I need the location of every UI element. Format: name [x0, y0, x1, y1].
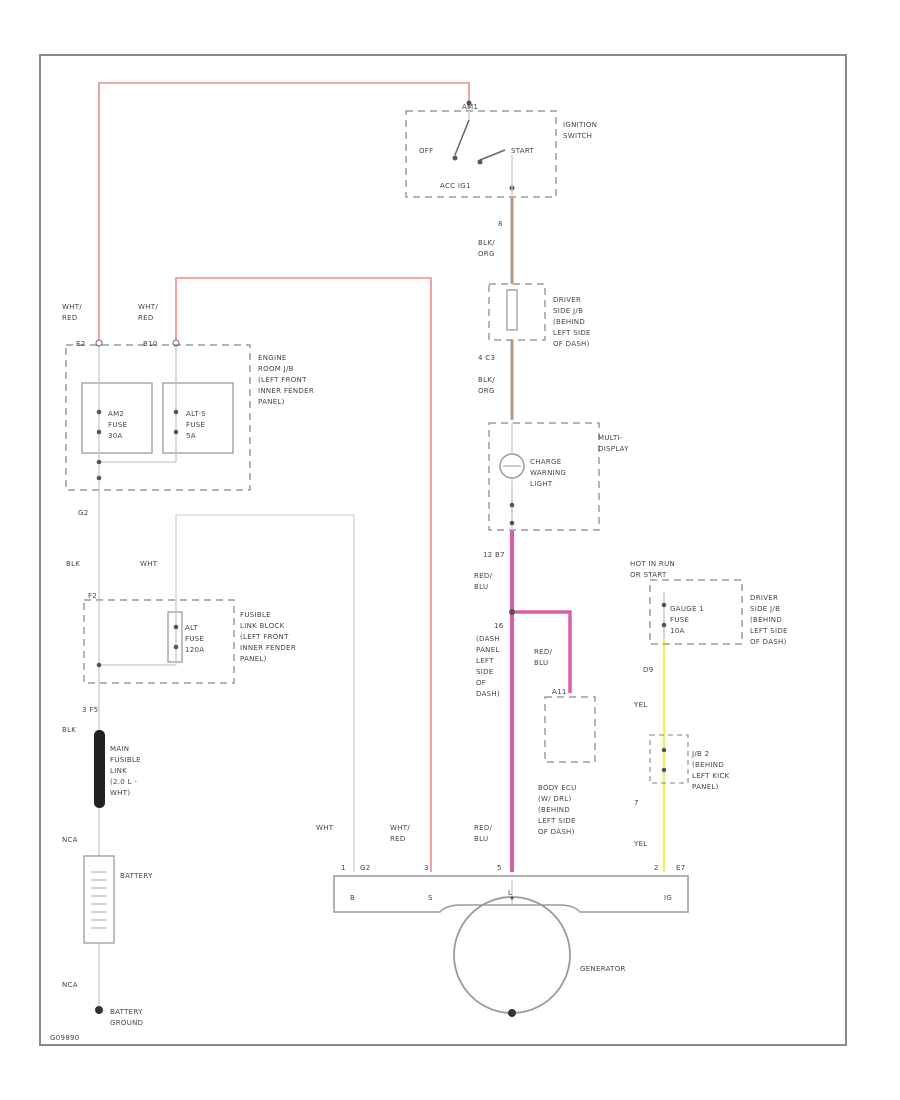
- multi-display-box: [488, 422, 600, 531]
- generator-label: GENERATOR: [580, 965, 626, 973]
- wire-label-wht-red-1: WHT/RED: [62, 303, 82, 322]
- pin-d9: D9: [643, 666, 653, 674]
- wire-wht-red-2: [175, 277, 432, 872]
- engine-room-jb-box: [65, 344, 251, 491]
- gen-terminal-l: L: [508, 889, 512, 897]
- pin-3-f5: 3 F5: [82, 706, 98, 714]
- gen-terminal-b: B: [350, 894, 355, 902]
- pin-1: 1: [341, 864, 346, 872]
- pin-b10: B10: [143, 340, 158, 348]
- battery-label: BATTERY: [120, 872, 153, 880]
- generator-connector: [333, 875, 689, 913]
- wire-label-nca-1: NCA: [62, 836, 78, 844]
- ground-symbol: [95, 1006, 103, 1014]
- pin-a11: A11: [552, 688, 567, 696]
- fuse-symbol-1: [506, 289, 518, 331]
- main-fusible-link-symbol: [94, 730, 105, 808]
- wire-label-yel-1: YEL: [633, 701, 648, 709]
- gen-terminal-s: S: [428, 894, 433, 902]
- pin-16: 16: [494, 622, 504, 630]
- pin-8: 8: [498, 220, 503, 228]
- wire-label-wht-red-3: WHT/RED: [390, 824, 410, 843]
- wire-label-red-blu-3: RED/BLU: [474, 824, 493, 843]
- body-ecu-box: [544, 696, 596, 763]
- ignition-start-label: START: [511, 147, 535, 155]
- battery-symbol: [83, 855, 115, 944]
- gen-terminal-ig: IG: [664, 894, 672, 902]
- ignition-switch-box: [405, 110, 557, 198]
- pin-5: 5: [497, 864, 502, 872]
- pin-3: 3: [424, 864, 429, 872]
- multi-display-label: MULTI-DISPLAY: [598, 434, 629, 453]
- ignition-off-label: OFF: [419, 147, 433, 155]
- pin-7: 7: [634, 799, 639, 807]
- alt-s-fuse-box: [162, 382, 234, 454]
- wire-wht-red-1: [98, 82, 470, 340]
- wire-label-yel-2: YEL: [633, 840, 648, 848]
- diagram-code: G09890: [50, 1034, 80, 1042]
- diagram-frame: [39, 54, 847, 1046]
- wire-label-blk-2: BLK: [62, 726, 76, 734]
- pin-e7: E7: [676, 864, 685, 872]
- wire-label-blk-org-1: BLK/ORG: [478, 239, 495, 258]
- wire-label-blk-org-2: BLK/ORG: [478, 376, 495, 395]
- ignition-pins-label: ACC IG1: [440, 182, 471, 190]
- pin-f2: F2: [88, 592, 97, 600]
- pin-4: 4 C3: [478, 354, 495, 362]
- fusible-link-block-box: [83, 599, 235, 684]
- wire-label-wht-2: WHT: [316, 824, 334, 832]
- driver-jb-box-1: [488, 283, 546, 341]
- pin-2: 2: [654, 864, 659, 872]
- driver-jb-box-2: [649, 579, 743, 645]
- pin-g2-2: G2: [360, 864, 370, 872]
- ignition-term-label: AM1: [462, 103, 478, 111]
- am2-fuse-box: [81, 382, 153, 454]
- battery-cells: [91, 871, 107, 929]
- pin-e2: E2: [76, 340, 85, 348]
- wire-label-nca-2: NCA: [62, 981, 78, 989]
- wire-label-red-blu-2: RED/BLU: [534, 648, 553, 667]
- wire-label-red-blu-1: RED/BLU: [474, 572, 493, 591]
- generator-symbol: [453, 896, 571, 1014]
- pin-12: 12 B7: [483, 551, 505, 559]
- wire-wht: [175, 514, 355, 872]
- wire-label-blk-1: BLK: [66, 560, 80, 568]
- wire-label-wht-red-2: WHT/RED: [138, 303, 158, 322]
- wire-red-blu-2: [512, 610, 572, 693]
- wire-label-wht-1: WHT: [140, 560, 158, 568]
- pin-g2-1: G2: [78, 509, 88, 517]
- alt-fuse-symbol: [167, 611, 183, 663]
- jb2-box: [649, 734, 689, 784]
